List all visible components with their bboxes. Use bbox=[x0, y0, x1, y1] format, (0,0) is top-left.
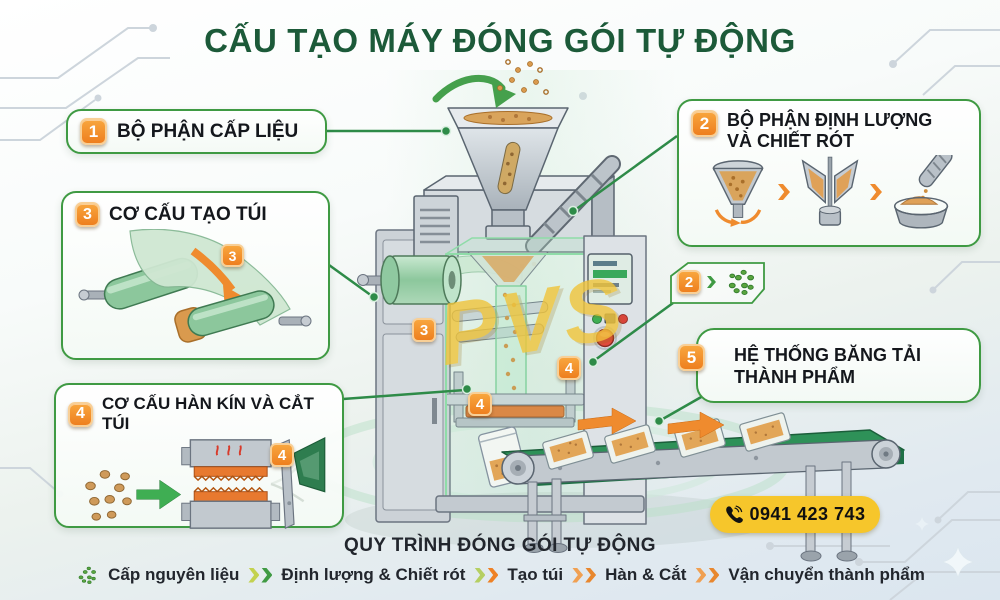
number-badge: 4 bbox=[68, 401, 93, 427]
red-button bbox=[618, 314, 628, 324]
arrow-right-icon bbox=[667, 411, 725, 439]
process-steps: Cấp nguyên liệu Định lượng & Chiết rót T… bbox=[0, 561, 1000, 589]
badge-number: 1 bbox=[88, 121, 99, 141]
machine-marker-3: 3 bbox=[412, 318, 436, 342]
label-box-bag-forming: 3 CƠ CẤU TẠO TÚI 3 bbox=[61, 191, 330, 360]
page-title: CẤU TẠO MÁY ĐÓNG GÓI TỰ ĐỘNG bbox=[204, 22, 796, 59]
process-title: QUY TRÌNH ĐÓNG GÓI TỰ ĐỘNG bbox=[344, 535, 656, 556]
process-step: Hàn & Cắt bbox=[605, 565, 687, 584]
selector-switch bbox=[604, 313, 616, 324]
number-badge: 4 bbox=[270, 443, 294, 467]
badge-number: 4 bbox=[475, 395, 485, 413]
chevron-icon bbox=[708, 567, 720, 583]
label-text-line1: BỘ PHẬN ĐỊNH LƯỢNG bbox=[727, 110, 933, 130]
leader-dots bbox=[368, 125, 665, 427]
bag-forming-illustration bbox=[78, 228, 312, 343]
badge-number: 5 bbox=[686, 347, 697, 367]
number-badge: 1 bbox=[80, 118, 107, 145]
badge-number: 4 bbox=[564, 359, 574, 377]
step-separator bbox=[248, 567, 273, 583]
chevron-icon bbox=[778, 184, 790, 200]
step-separator bbox=[572, 567, 597, 583]
phone-button[interactable]: 0941 423 743 bbox=[710, 496, 880, 533]
chevron-icon bbox=[474, 567, 486, 583]
machine-marker-4b: 4 bbox=[468, 392, 492, 416]
chevron-icon bbox=[261, 567, 273, 583]
number-badge: 5 bbox=[678, 344, 705, 371]
label-box-seal-cut: 4 CƠ CẤU HÀN KÍN VÀ CẮT TÚI 4 bbox=[54, 383, 344, 530]
label-box-conveyor: HỆ THỐNG BĂNG TẢI THÀNH PHẨM bbox=[696, 328, 981, 403]
label-text: CƠ CẤU HÀN KÍN VÀ CẮT TÚI bbox=[102, 394, 314, 433]
film-roll bbox=[357, 255, 462, 305]
chevron-icon bbox=[572, 567, 584, 583]
label-text-line1: HỆ THỐNG BĂNG TẢI bbox=[734, 344, 921, 365]
badge-number: 3 bbox=[228, 247, 237, 264]
process-step: Tạo túi bbox=[507, 565, 564, 584]
process-step: Vận chuyển thành phẩm bbox=[728, 565, 925, 584]
machine-marker-4a: 4 bbox=[557, 356, 581, 380]
label-box-feeding: 1 BỘ PHẬN CẤP LIỆU bbox=[66, 109, 327, 154]
arrow-right-icon bbox=[577, 407, 637, 435]
label-text: CƠ CẤU TẠO TÚI bbox=[109, 203, 267, 225]
chevron-icon bbox=[248, 567, 260, 583]
twin-hopper-icon bbox=[801, 156, 859, 226]
seal-cut-illustration bbox=[85, 436, 326, 530]
label-text-line2: THÀNH PHẨM bbox=[734, 366, 855, 387]
chevron-icon bbox=[695, 567, 707, 583]
conveyor bbox=[501, 407, 905, 562]
finished-pouches bbox=[542, 412, 791, 470]
badge-number: 3 bbox=[419, 321, 429, 339]
process-step: Cấp nguyên liệu bbox=[108, 565, 240, 584]
mini-tag-dosing: 2 bbox=[677, 268, 760, 296]
number-badge: 3 bbox=[221, 244, 244, 267]
chevron-icon bbox=[585, 567, 597, 583]
badge-number: 4 bbox=[76, 405, 85, 422]
grain-cluster-icon bbox=[78, 566, 97, 584]
phone-icon bbox=[726, 505, 744, 523]
label-text: BỘ PHẬN CẤP LIỆU bbox=[117, 120, 299, 142]
leader-lines bbox=[326, 129, 704, 422]
label-text-line2: VÀ CHIẾT RÓT bbox=[727, 131, 855, 151]
sparkle-icon bbox=[915, 517, 974, 578]
step-separator bbox=[474, 567, 499, 583]
badge-number: 2 bbox=[684, 273, 694, 291]
number-badge: 2 bbox=[691, 110, 718, 137]
grain-cluster-icon bbox=[728, 269, 755, 295]
chevron-icon bbox=[870, 184, 882, 200]
badge-number: 4 bbox=[277, 446, 287, 464]
label-box-dosing: 2 BỘ PHẬN ĐỊNH LƯỢNG VÀ CHIẾT RÓT bbox=[677, 99, 981, 247]
badge-number: 3 bbox=[83, 205, 92, 223]
green-button bbox=[592, 314, 602, 324]
process-step: Định lượng & Chiết rót bbox=[281, 565, 466, 584]
badge-number: 2 bbox=[699, 113, 710, 133]
number-badge: 2 bbox=[677, 270, 701, 294]
phone-number: 0941 423 743 bbox=[749, 504, 866, 524]
number-badge: 3 bbox=[75, 202, 100, 227]
pouring-bowl-icon bbox=[893, 155, 953, 229]
chevron-icon bbox=[487, 567, 499, 583]
step-separator bbox=[695, 567, 720, 583]
chevron-icon bbox=[707, 276, 716, 288]
infeed-arrow-icon bbox=[432, 59, 549, 108]
funnel-doser-icon bbox=[712, 160, 764, 227]
feed-hopper bbox=[447, 107, 569, 240]
